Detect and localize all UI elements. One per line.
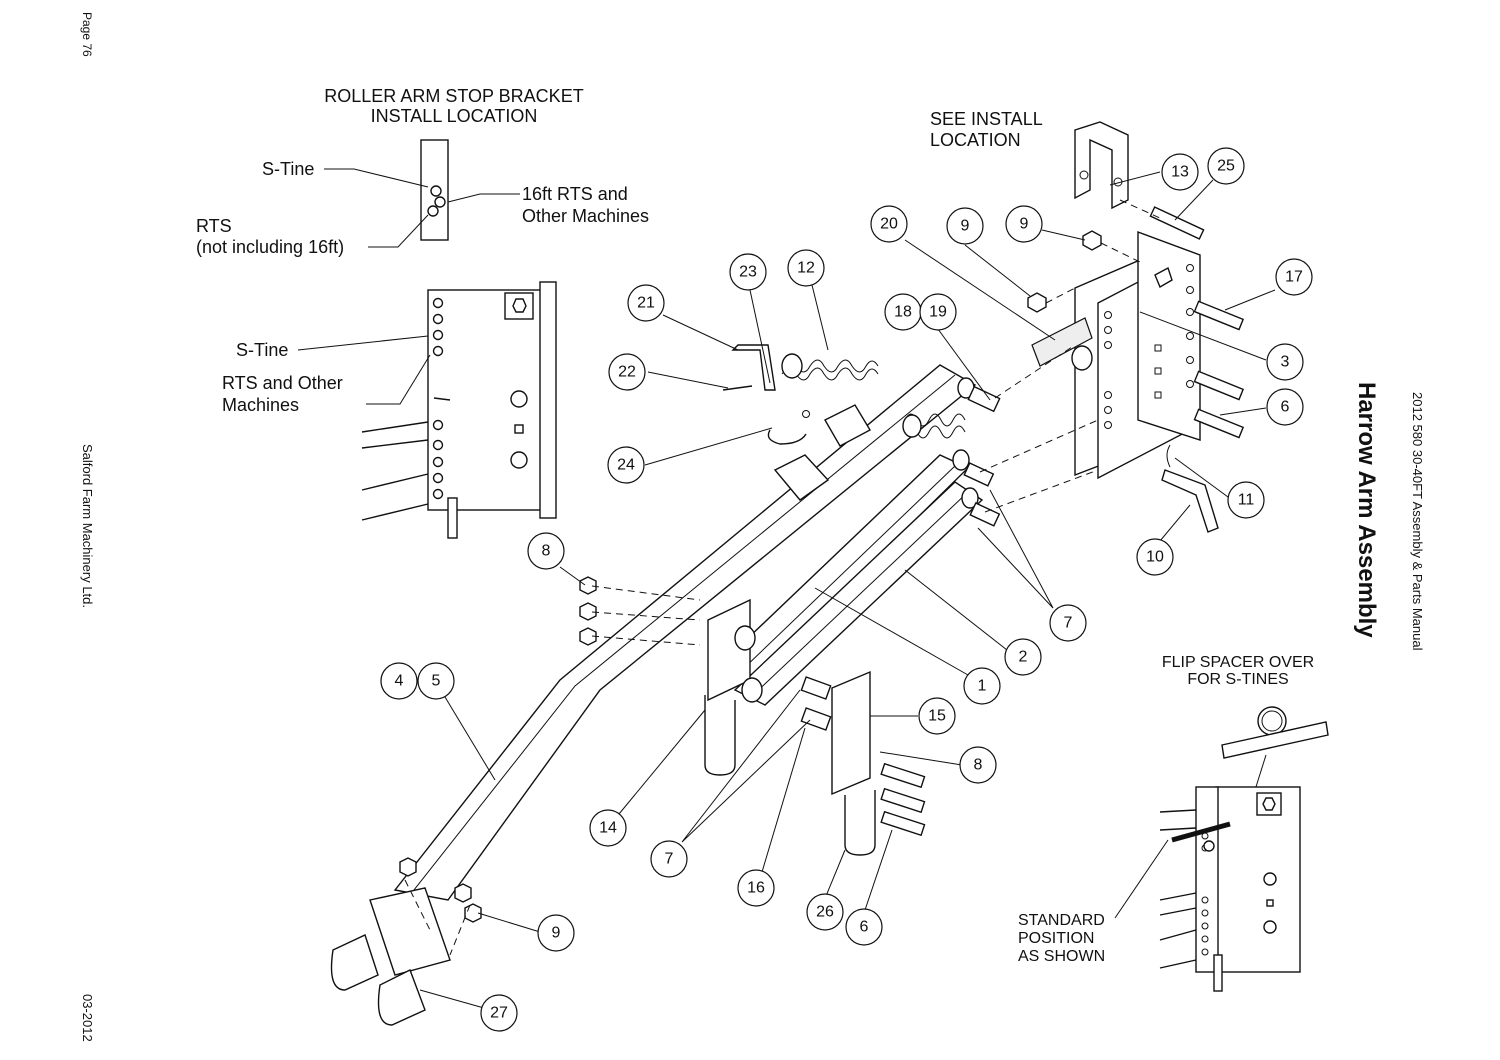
callout-number: 3 bbox=[1281, 354, 1290, 371]
see-install-label-1: SEE INSTALL bbox=[930, 109, 1043, 129]
callout-number: 21 bbox=[637, 295, 655, 312]
callout-circle bbox=[729, 253, 767, 291]
callout-circle bbox=[919, 293, 957, 331]
stop-16ft-label-2: Other Machines bbox=[522, 206, 649, 226]
flip-spacer-detail: FLIP SPACER OVER FOR S-TINES STANDARD PO… bbox=[1018, 654, 1329, 992]
callout-circle bbox=[1004, 638, 1042, 676]
callout-circle bbox=[417, 662, 455, 700]
stop-rts-label-1: RTS bbox=[196, 216, 232, 236]
callout-number: 19 bbox=[929, 304, 947, 321]
callout-number: 9 bbox=[1020, 216, 1029, 233]
callout-number: 22 bbox=[618, 364, 636, 381]
callout-circle bbox=[537, 914, 575, 952]
stop-bracket-detail: ROLLER ARM STOP BRACKET INSTALL LOCATION… bbox=[196, 86, 649, 257]
callout-circle bbox=[870, 205, 908, 243]
callout-circle bbox=[1049, 604, 1087, 642]
callout-number: 12 bbox=[797, 260, 815, 277]
callout-circle bbox=[608, 353, 646, 391]
callout-circle bbox=[737, 869, 775, 907]
hole-stine bbox=[430, 185, 442, 197]
standard-label-3: AS SHOWN bbox=[1018, 948, 1105, 965]
callout-circle bbox=[1266, 343, 1304, 381]
callout-circle bbox=[1275, 258, 1313, 296]
callout-number: 24 bbox=[617, 457, 635, 474]
callout-number: 9 bbox=[961, 218, 970, 235]
callout-number: 1 bbox=[978, 678, 987, 695]
callout-circle bbox=[380, 662, 418, 700]
callout-number: 16 bbox=[747, 880, 765, 897]
callout-number: 8 bbox=[974, 757, 983, 774]
callout-circle bbox=[959, 746, 997, 784]
callout-number: 9 bbox=[552, 925, 561, 942]
callout-circle bbox=[1136, 538, 1174, 576]
callout-circle bbox=[918, 697, 956, 735]
callout-number: 7 bbox=[1064, 615, 1073, 632]
see-install-label-2: LOCATION bbox=[930, 130, 1021, 150]
standard-label-1: STANDARD bbox=[1018, 912, 1105, 929]
mount-plate-detail: S-Tine RTS and Other Machines bbox=[222, 281, 557, 539]
callout-number: 7 bbox=[665, 851, 674, 868]
callout-circle bbox=[787, 249, 825, 287]
callout-number: 8 bbox=[542, 543, 551, 560]
callout-circle bbox=[806, 893, 844, 931]
rear-plate-side bbox=[1137, 230, 1201, 441]
callout-number: 10 bbox=[1146, 549, 1164, 566]
callout-number: 26 bbox=[816, 904, 834, 921]
callout-number: 11 bbox=[1238, 492, 1255, 509]
callout-circle bbox=[1207, 147, 1245, 185]
callout-number: 14 bbox=[599, 820, 617, 837]
standard-label-2: POSITION bbox=[1018, 930, 1094, 947]
callout-circle bbox=[1005, 205, 1043, 243]
callout-number: 6 bbox=[1281, 399, 1290, 416]
callout-number: 15 bbox=[928, 708, 946, 725]
mount-stine-label: S-Tine bbox=[236, 340, 288, 360]
stop-stine-label: S-Tine bbox=[262, 159, 314, 179]
hole-16ft bbox=[434, 196, 446, 208]
callout-circle bbox=[845, 908, 883, 946]
spacer-bar bbox=[1221, 721, 1329, 759]
callout-number: 20 bbox=[880, 216, 898, 233]
stop-bracket-heading-2: INSTALL LOCATION bbox=[371, 106, 538, 126]
callout-number: 23 bbox=[739, 264, 757, 281]
callout-number: 27 bbox=[490, 1005, 508, 1022]
callout-circle bbox=[480, 994, 518, 1032]
callout-number: 13 bbox=[1171, 164, 1189, 181]
callout-leaders bbox=[419, 171, 1276, 1009]
callout-number: 17 bbox=[1285, 269, 1303, 286]
main-arm-tube bbox=[393, 364, 977, 901]
callout-circle bbox=[627, 284, 665, 322]
flip-spacer-label-2: FOR S-TINES bbox=[1187, 671, 1288, 688]
callout-number: 2 bbox=[1019, 649, 1028, 666]
callout-number: 25 bbox=[1217, 158, 1235, 175]
bracket-15 bbox=[831, 670, 871, 796]
hole-rts bbox=[427, 205, 439, 217]
callout-number: 6 bbox=[860, 919, 869, 936]
harrow-arm-main bbox=[330, 121, 1245, 1026]
callout-circle bbox=[1227, 481, 1265, 519]
stop-bracket-heading-1: ROLLER ARM STOP BRACKET bbox=[324, 86, 583, 106]
callout-number: 18 bbox=[894, 304, 912, 321]
stop-16ft-label-1: 16ft RTS and bbox=[522, 184, 628, 204]
callout-circle bbox=[1161, 153, 1199, 191]
callout-circle bbox=[527, 532, 565, 570]
callout-circle bbox=[607, 446, 645, 484]
callout-circle bbox=[589, 809, 627, 847]
mount-rts-label-1: RTS and Other bbox=[222, 373, 343, 393]
flip-spacer-label-1: FLIP SPACER OVER bbox=[1162, 654, 1314, 671]
stop-rts-label-2: (not including 16ft) bbox=[196, 237, 344, 257]
mount-rts-label-2: Machines bbox=[222, 395, 299, 415]
callout-circle bbox=[1266, 388, 1304, 426]
callout-number: 4 bbox=[395, 673, 404, 690]
callout-circle bbox=[946, 207, 984, 245]
callout-circle bbox=[963, 667, 1001, 705]
callout-circle bbox=[650, 840, 688, 878]
callout-number: 5 bbox=[432, 673, 441, 690]
